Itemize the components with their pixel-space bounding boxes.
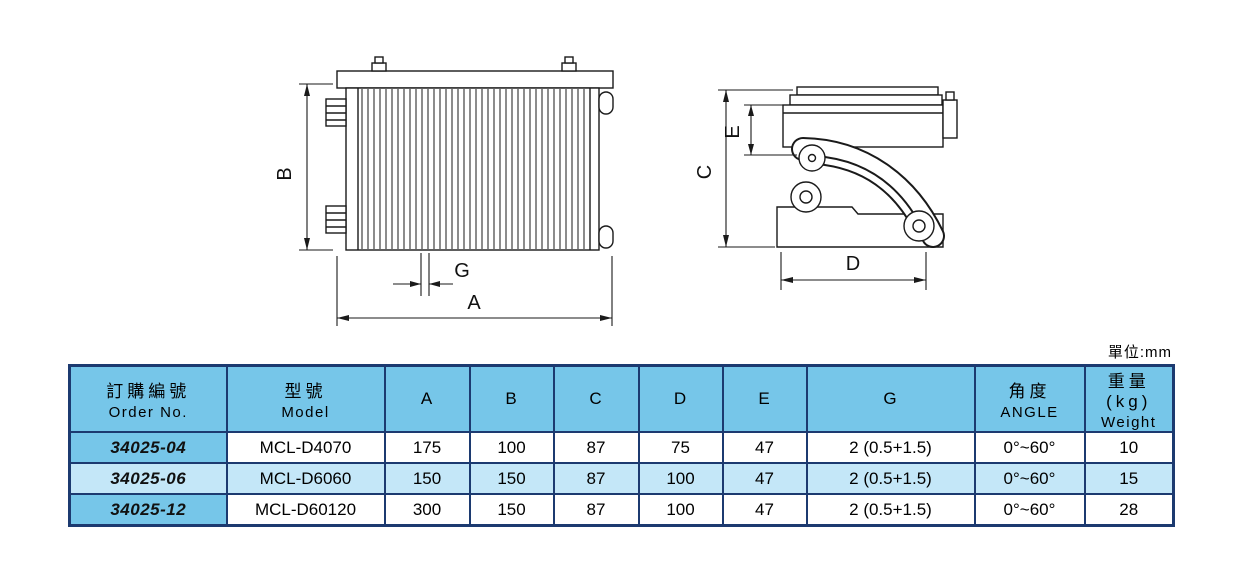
value-cell-a: 175	[383, 431, 471, 464]
lamination-hatch	[361, 89, 585, 249]
unit-note: 單位:mm	[1107, 344, 1172, 361]
dim-label-d: D	[846, 253, 860, 275]
side-view-dimensions	[718, 89, 927, 290]
col-header-angle-zh: 角度	[1008, 382, 1051, 401]
value-cell-a: 300	[383, 493, 471, 527]
angle-cell: 0°~60°	[973, 462, 1086, 495]
value-cell-b: 150	[468, 493, 555, 527]
technical-drawings: B A G	[274, 56, 958, 326]
value-cell-g: 2 (0.5+1.5)	[805, 462, 976, 495]
front-view-dimensions	[299, 83, 613, 326]
value-cell-d: 100	[637, 493, 724, 527]
value-cell-g: 2 (0.5+1.5)	[805, 493, 976, 527]
col-header-model: 型號 Model	[225, 364, 386, 433]
col-header-weight: 重量(kg) Weight	[1083, 364, 1175, 433]
col-header-e: E	[721, 364, 808, 433]
side-view-drawing	[776, 86, 958, 248]
col-header-model-zh: 型號	[284, 382, 327, 401]
angle-cell: 0°~60°	[973, 431, 1086, 464]
col-header-order-no-zh: 訂購編號	[106, 382, 191, 401]
col-header-a: A	[383, 364, 471, 433]
value-cell-e: 47	[721, 493, 808, 527]
value-cell-b: 100	[468, 431, 555, 464]
col-header-c: C	[552, 364, 640, 433]
order-no-cell: 34025-06	[68, 462, 228, 495]
value-cell-e: 47	[721, 431, 808, 464]
value-cell-d: 75	[637, 431, 724, 464]
col-header-model-en: Model	[281, 404, 330, 421]
value-cell-c: 87	[552, 493, 640, 527]
angle-cell: 0°~60°	[973, 493, 1086, 527]
col-header-angle-en: ANGLE	[1000, 404, 1059, 421]
dim-label-a: A	[467, 292, 481, 314]
value-cell-c: 87	[552, 462, 640, 495]
dim-label-c: C	[694, 165, 716, 179]
weight-cell: 28	[1083, 493, 1175, 527]
value-cell-g: 2 (0.5+1.5)	[805, 431, 976, 464]
col-header-order-no-en: Order No.	[108, 404, 188, 421]
value-cell-e: 47	[721, 462, 808, 495]
value-cell-d: 100	[637, 462, 724, 495]
front-view-drawing	[325, 56, 614, 251]
spec-table: 訂購編號 Order No. 型號 Model A B C D E G 角度	[68, 364, 1175, 527]
value-cell-a: 150	[383, 462, 471, 495]
model-cell: MCL-D6060	[225, 462, 386, 495]
col-header-b: B	[468, 364, 555, 433]
col-header-order-no: 訂購編號 Order No.	[68, 364, 228, 433]
col-header-d: D	[637, 364, 724, 433]
dim-label-e: E	[722, 125, 744, 138]
col-header-g: G	[805, 364, 976, 433]
table-row: 34025-06 MCL-D6060 150 150 87 100 47 2 (…	[68, 462, 1175, 495]
header-row: 訂購編號 Order No. 型號 Model A B C D E G 角度	[68, 364, 1175, 433]
order-no-cell: 34025-12	[68, 493, 228, 527]
weight-cell: 10	[1083, 431, 1175, 464]
spec-table-container: 訂購編號 Order No. 型號 Model A B C D E G 角度	[68, 364, 1175, 527]
dim-label-b: B	[274, 167, 296, 180]
order-no-cell: 34025-04	[68, 431, 228, 464]
dim-label-g: G	[454, 260, 470, 282]
model-cell: MCL-D60120	[225, 493, 386, 527]
value-cell-c: 87	[552, 431, 640, 464]
col-header-weight-zh: 重量(kg)	[1106, 372, 1152, 411]
value-cell-b: 150	[468, 462, 555, 495]
table-row: 34025-04 MCL-D4070 175 100 87 75 47 2 (0…	[68, 431, 1175, 464]
weight-cell: 15	[1083, 462, 1175, 495]
table-row: 34025-12 MCL-D60120 300 150 87 100 47 2 …	[68, 493, 1175, 527]
col-header-angle: 角度 ANGLE	[973, 364, 1086, 433]
col-header-weight-en: Weight	[1101, 414, 1157, 431]
model-cell: MCL-D4070	[225, 431, 386, 464]
